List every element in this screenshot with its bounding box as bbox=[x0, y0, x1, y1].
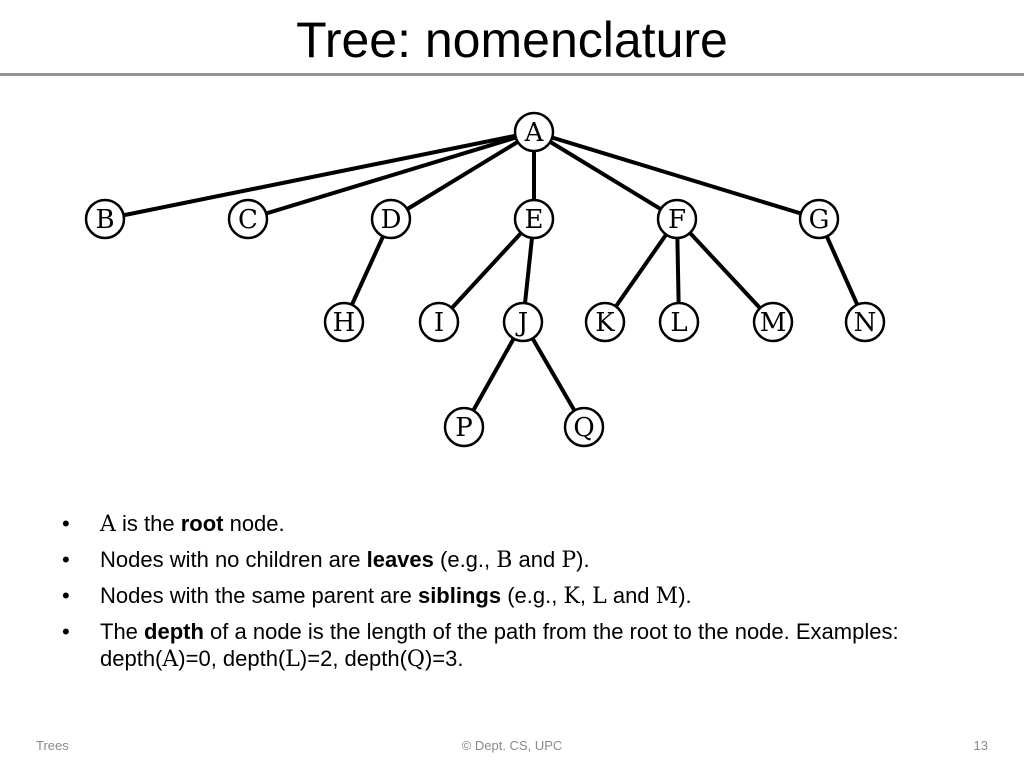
bullet-item: The depth of a node is the length of the… bbox=[60, 618, 960, 673]
edge-A-F bbox=[532, 130, 679, 221]
node-circle bbox=[752, 301, 794, 343]
node-circle bbox=[370, 198, 412, 240]
node-E: E bbox=[513, 198, 555, 240]
bullet-node-ref: L bbox=[592, 584, 607, 609]
node-circle bbox=[227, 198, 269, 240]
node-circle bbox=[513, 111, 555, 153]
bullet-item: Nodes with the same parent are siblings … bbox=[60, 582, 960, 610]
bullet-text: )=0, depth( bbox=[178, 646, 286, 671]
bullet-text: ). bbox=[678, 583, 692, 608]
bullet-text: and bbox=[512, 547, 562, 572]
node-label: L bbox=[670, 308, 687, 338]
bullet-text: node. bbox=[223, 511, 285, 536]
bullet-node-ref: P bbox=[561, 548, 577, 573]
node-Q: Q bbox=[563, 406, 605, 448]
footer-center: © Dept. CS, UPC bbox=[461, 738, 563, 753]
node-circle bbox=[418, 301, 460, 343]
node-circle bbox=[584, 301, 626, 343]
bullet-text: Nodes with no children are bbox=[100, 547, 367, 572]
node-M: M bbox=[752, 301, 794, 343]
edge-F-K bbox=[603, 217, 679, 324]
bullet-node-ref: A bbox=[100, 512, 116, 537]
node-F: F bbox=[656, 198, 698, 240]
node-L: L bbox=[658, 301, 700, 343]
node-label: G bbox=[809, 205, 830, 235]
edge-E-I bbox=[437, 217, 536, 324]
bullet-node-ref: K bbox=[563, 584, 580, 609]
node-H: H bbox=[323, 301, 365, 343]
node-circle bbox=[84, 198, 126, 240]
bullet-text: The bbox=[100, 619, 145, 644]
node-A: A bbox=[513, 111, 555, 153]
edge-A-B bbox=[104, 130, 535, 221]
tree-diagram: A B C D E F G H I J K L M N P Q bbox=[84, 111, 886, 448]
node-N: N bbox=[844, 301, 886, 343]
node-label: P bbox=[455, 413, 473, 443]
node-label: H bbox=[333, 308, 356, 338]
bullet-node-ref: A bbox=[162, 647, 179, 672]
bullet-text: ). bbox=[576, 547, 590, 572]
node-label: E bbox=[525, 205, 544, 235]
node-circle bbox=[323, 301, 365, 343]
node-circle bbox=[443, 406, 485, 448]
bullet-term: depth bbox=[144, 619, 204, 644]
bullet-text: , bbox=[579, 583, 593, 608]
title-divider bbox=[0, 73, 1024, 76]
node-label: N bbox=[854, 308, 877, 338]
node-D: D bbox=[370, 198, 412, 240]
bullet-item: Nodes with no children are leaves (e.g.,… bbox=[60, 546, 960, 574]
node-circle bbox=[502, 301, 544, 343]
bullet-node-ref: B bbox=[496, 548, 513, 573]
node-label: D bbox=[381, 205, 402, 235]
node-G: G bbox=[798, 198, 840, 240]
bullet-node-ref: M bbox=[655, 584, 679, 609]
node-label: C bbox=[238, 205, 258, 235]
node-label: J bbox=[515, 308, 528, 338]
edge-F-M bbox=[675, 217, 775, 324]
bullet-list: A is the root node. Nodes with no childre… bbox=[60, 510, 960, 681]
footer-right: 13 bbox=[973, 738, 988, 753]
node-circle bbox=[658, 301, 700, 343]
node-K: K bbox=[584, 301, 626, 343]
node-B: B bbox=[84, 198, 126, 240]
edge-A-G bbox=[533, 130, 820, 221]
node-label: M bbox=[760, 308, 787, 338]
bullet-text: and bbox=[606, 583, 656, 608]
bullet-term: siblings bbox=[417, 583, 502, 608]
node-circle bbox=[844, 301, 886, 343]
bullet-text: (e.g., bbox=[433, 547, 497, 572]
node-P: P bbox=[443, 406, 485, 448]
node-label: A bbox=[524, 118, 545, 148]
bullet-node-ref: Q bbox=[406, 647, 425, 672]
edge-A-C bbox=[247, 130, 535, 221]
bullet-text: Nodes with the same parent are bbox=[100, 583, 418, 608]
bullet-term: root bbox=[180, 511, 224, 536]
node-label: Q bbox=[573, 413, 594, 443]
bullet-text: )=2, depth( bbox=[299, 646, 407, 671]
node-I: I bbox=[418, 301, 460, 343]
node-circle bbox=[656, 198, 698, 240]
node-circle bbox=[513, 198, 555, 240]
edge-A-D bbox=[389, 130, 536, 221]
bullet-item: A is the root node. bbox=[60, 510, 960, 538]
node-label: F bbox=[668, 205, 686, 235]
bullet-node-ref: L bbox=[285, 647, 300, 672]
bullet-term: leaves bbox=[366, 547, 434, 572]
node-label: K bbox=[595, 308, 615, 338]
node-circle bbox=[798, 198, 840, 240]
node-circle bbox=[563, 406, 605, 448]
bullet-text: )=3. bbox=[424, 646, 464, 671]
footer-left: Trees bbox=[36, 738, 69, 753]
bullet-text: of a node is the length of the path from… bbox=[100, 619, 899, 671]
node-J: J bbox=[502, 301, 544, 343]
node-label: B bbox=[95, 205, 114, 235]
bullet-text: is the bbox=[115, 511, 181, 536]
node-C: C bbox=[227, 198, 269, 240]
bullet-text: (e.g., bbox=[501, 583, 564, 608]
slide-title: Tree: nomenclature bbox=[296, 12, 728, 68]
node-label: I bbox=[434, 308, 444, 338]
